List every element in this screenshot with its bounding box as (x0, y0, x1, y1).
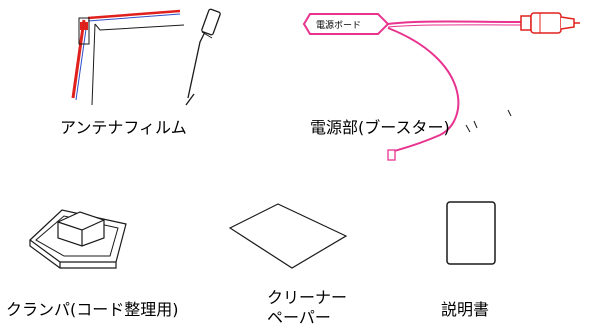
clamp-label: クランパ(コード整理用) (6, 300, 179, 319)
cleaner-paper-label-line1: クリーナー (267, 288, 348, 307)
antenna-film-label: アンテナフィルム (60, 118, 187, 137)
manual-label: 説明書 (441, 300, 490, 319)
power-unit-label: 電源部(ブースター) (310, 118, 450, 137)
antenna-film-illustration (71, 8, 221, 106)
power-unit-illustration (302, 12, 580, 161)
cleaner-paper-illustration (228, 203, 348, 269)
cleaner-paper-label-line2: ペーパー (267, 308, 331, 327)
clamp-illustration (29, 209, 127, 269)
cleaner-paper-label: クリーナー ペーパー (267, 288, 347, 328)
power-board-label: 電源ボード (316, 20, 361, 31)
manual-illustration (446, 201, 496, 265)
